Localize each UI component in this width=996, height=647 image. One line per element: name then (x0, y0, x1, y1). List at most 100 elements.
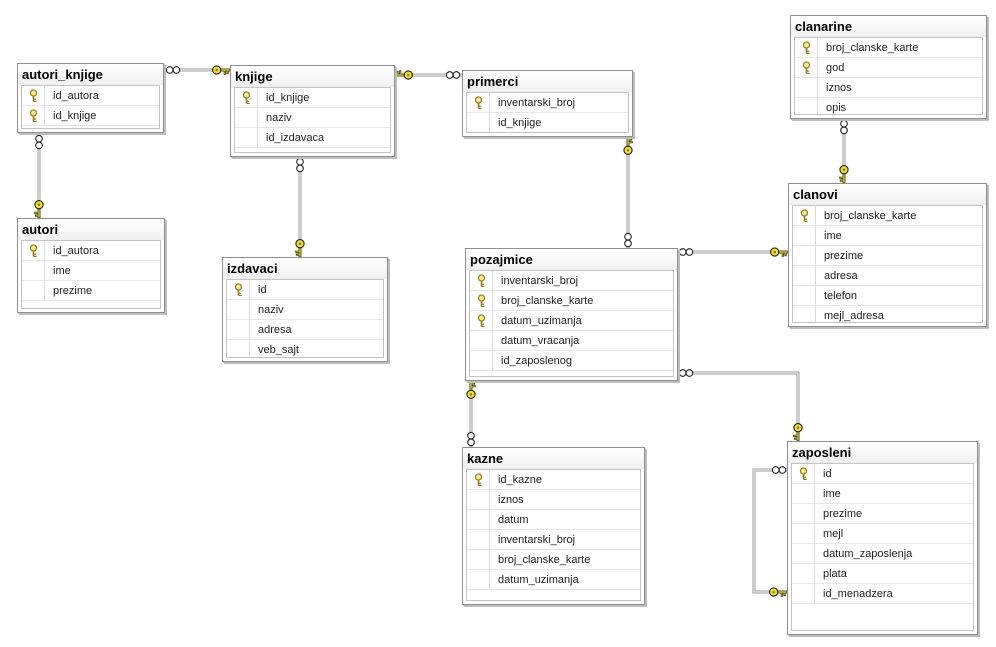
column-row-id_knjige[interactable]: id_knjige (22, 106, 159, 126)
column-row-prezime[interactable]: prezime (22, 281, 160, 301)
column-row-datum[interactable]: datum (467, 510, 640, 530)
table-title-autori_knjige[interactable]: autori_knjige (18, 64, 163, 85)
rel-autori_knjige-autori[interactable] (34, 133, 44, 219)
rel-zaposleni-zaposleni[interactable] (752, 466, 788, 597)
column-row-ime[interactable]: ime (792, 484, 973, 504)
column-row-telefon[interactable]: telefon (793, 286, 982, 306)
key-cell (793, 246, 816, 265)
column-row-plata[interactable]: plata (792, 564, 973, 584)
column-row-datum_vracanja[interactable]: datum_vracanja (470, 331, 673, 351)
key-cell (467, 93, 490, 112)
column-row-mejl[interactable]: mejl (792, 524, 973, 544)
column-row-broj_clanske_karte[interactable]: broj_clanske_karte (793, 206, 982, 226)
primary-key-icon (477, 293, 485, 307)
rel-autori_knjige-knjige[interactable] (164, 65, 231, 75)
column-name: naziv (266, 111, 292, 124)
table-title-clanarine[interactable]: clanarine (791, 16, 986, 37)
rel-knjige-izdavaci[interactable] (295, 157, 305, 258)
rel-kazne-pozajmice[interactable] (466, 380, 476, 447)
column-row-id_kazne[interactable]: id_kazne (467, 470, 640, 490)
column-row-iznos[interactable]: iznos (795, 78, 982, 98)
key-cell (22, 106, 45, 125)
rel-primerci-knjige[interactable] (394, 70, 462, 80)
table-title-izdavaci[interactable]: izdavaci (223, 258, 387, 279)
column-row-ime[interactable]: ime (793, 226, 982, 246)
rel-clanarine-clanovi[interactable] (839, 119, 849, 184)
column-row-prezime[interactable]: prezime (793, 246, 982, 266)
key-cell (792, 464, 815, 483)
many-end-icon (840, 119, 848, 135)
many-end-icon (165, 66, 181, 74)
column-row-id_knjige[interactable]: id_knjige (467, 113, 628, 132)
column-row-datum_zaposlenja[interactable]: datum_zaposlenja (792, 544, 973, 564)
column-row-adresa[interactable]: adresa (227, 320, 383, 340)
column-row-broj_clanske_karte[interactable]: broj_clanske_karte (795, 38, 982, 58)
column-row-inventarski_broj[interactable]: inventarski_broj (467, 93, 628, 113)
rel-pozajmice-primerci[interactable] (623, 136, 633, 248)
column-row-ime[interactable]: ime (22, 261, 160, 281)
key-cell (470, 291, 493, 310)
rel-pozajmice-clanovi[interactable] (678, 247, 789, 257)
column-row-naziv[interactable]: naziv (227, 300, 383, 320)
column-row-broj_clanske_karte[interactable]: broj_clanske_karte (467, 550, 640, 570)
key-cell (22, 261, 45, 280)
table-title-kazne[interactable]: kazne (463, 448, 644, 469)
column-name: datum_uzimanja (501, 314, 582, 327)
table-title-knjige[interactable]: knjige (231, 66, 394, 87)
column-name: iznos (498, 493, 524, 506)
column-name: id_autora (53, 89, 99, 102)
table-title-zaposleni[interactable]: zaposleni (788, 442, 977, 463)
column-row-id_izdavaca[interactable]: id_izdavaca (235, 128, 390, 148)
many-end-icon (445, 71, 461, 79)
column-row-id_zaposlenog[interactable]: id_zaposlenog (470, 351, 673, 371)
column-row-id_knjige[interactable]: id_knjige (235, 88, 390, 108)
column-row-god[interactable]: god (795, 58, 982, 78)
table-title-pozajmice[interactable]: pozajmice (466, 249, 677, 270)
column-row-id[interactable]: id (792, 464, 973, 484)
column-row-adresa[interactable]: adresa (793, 266, 982, 286)
column-row-inventarski_broj[interactable]: inventarski_broj (467, 530, 640, 550)
key-cell (467, 570, 490, 589)
key-cell (235, 88, 258, 107)
column-row-datum_uzimanja[interactable]: datum_uzimanja (470, 311, 673, 331)
column-row-id_autora[interactable]: id_autora (22, 241, 160, 261)
column-row-id_menadzera[interactable]: id_menadzera (792, 584, 973, 604)
column-row-datum_uzimanja[interactable]: datum_uzimanja (467, 570, 640, 590)
column-name: telefon (824, 289, 858, 302)
column-name: id_autora (53, 244, 99, 257)
column-row-iznos[interactable]: iznos (467, 490, 640, 510)
column-row-mejl_adresa[interactable]: mejl_adresa (793, 306, 982, 322)
column-row-veb_sajt[interactable]: veb_sajt (227, 340, 383, 357)
table-title-clanovi[interactable]: clanovi (789, 184, 986, 205)
column-name: id_menadzera (823, 587, 893, 600)
table-autori_knjige[interactable]: autori_knjige id_autora id_knjige (17, 63, 164, 133)
key-cell (793, 226, 816, 245)
column-row-inventarski_broj[interactable]: inventarski_broj (470, 271, 673, 291)
many-end-icon (678, 248, 694, 256)
column-name: prezime (53, 284, 93, 297)
column-row-opis[interactable]: opis (795, 98, 982, 114)
key-end-icon (770, 247, 789, 257)
column-row-naziv[interactable]: naziv (235, 108, 390, 128)
table-title-autori[interactable]: autori (18, 219, 164, 240)
column-row-prezime[interactable]: prezime (792, 504, 973, 524)
column-row-broj_clanske_karte[interactable]: broj_clanske_karte (470, 291, 673, 311)
column-name: broj_clanske_karte (824, 209, 917, 222)
column-row-id_autora[interactable]: id_autora (22, 86, 159, 106)
table-title-primerci[interactable]: primerci (463, 71, 632, 92)
rel-pozajmice-zaposleni[interactable] (678, 369, 803, 442)
column-row-id[interactable]: id (227, 280, 383, 300)
key-cell (795, 78, 818, 97)
